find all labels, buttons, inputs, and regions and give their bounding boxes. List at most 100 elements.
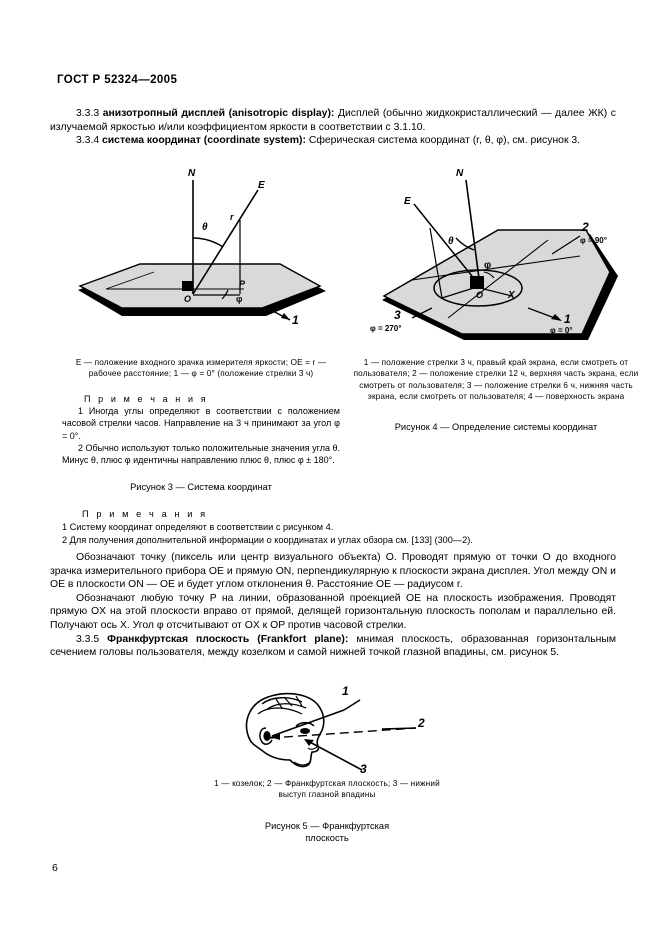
figure-4-callout-1-value: φ = 0° (550, 326, 573, 335)
figure-4-leader-2 (551, 235, 581, 255)
figure-3-label-N: N (188, 168, 196, 179)
figure-4-theta-arc (455, 237, 475, 251)
section-term-3-3-3: анизотропный дисплей (anisotropic displa… (102, 108, 335, 119)
figure-4-ray-OE (413, 203, 481, 287)
figure-3-right-angle-marker (182, 281, 193, 291)
figure-5-callout-3: 3 (360, 762, 367, 776)
figure-5-caption: Рисунок 5 — Франкфуртская плоскость (202, 820, 452, 845)
figure-5-hair-b (265, 703, 307, 711)
mid-note-1: 1 Систему координат определяют в соответ… (62, 522, 334, 532)
figure-5-svg (245, 692, 417, 771)
figure-4-caption: Рисунок 4 — Определение системы координа… (394, 422, 598, 432)
figure-4-right-angle-marker (470, 276, 484, 289)
figure-3-caption: Рисунок 3 — Система координат (130, 482, 272, 492)
figure-5-hair-a (261, 697, 303, 705)
section-body-3-3-5: мнимая плоскость, образованная горизонта… (50, 633, 616, 659)
body-paragraphs: Обозначают точку (пиксель или центр визу… (50, 551, 616, 660)
figure-5-frankfort-plane-line (269, 727, 417, 739)
figure-4-phi-arc (483, 271, 495, 279)
figure-3-arrow-1-head (281, 313, 290, 320)
figure-3-note-1: 1 Иногда углы определяют в соответствии … (62, 406, 340, 441)
figure-3-label-phi: φ (236, 294, 243, 304)
figure-4-label-E: E (404, 196, 411, 207)
figure-5-leader-3 (305, 739, 363, 771)
figure-5-leader-1-head (270, 734, 280, 740)
figure-3-label-O: O (184, 294, 192, 304)
figure-3-label-theta: θ (202, 222, 208, 233)
figure-3-callout-1: 1 (292, 313, 299, 327)
figure-4-graphic: N E θ O X φ 1 φ = 0° 2 φ = 90° 3 φ = 270… (352, 168, 642, 353)
figure-4-ray-drop (429, 227, 443, 299)
document-header: ГОСТ Р 52324—2005 (57, 74, 178, 86)
figure-3-notes-title: П р и м е ч а н и я (84, 394, 209, 404)
figure-4-label-theta: θ (448, 236, 454, 247)
figure-4-plane-guide-h (411, 255, 581, 281)
figure-3-phi-arc (221, 289, 229, 300)
paragraph-point-definition: Обозначают точку (пиксель или центр визу… (50, 552, 616, 591)
figure-4-callout-2-value: φ = 90° (580, 236, 607, 245)
figure-5-brow (295, 721, 315, 727)
section-number-3-3-4: 3.3.4 (76, 135, 100, 147)
figure-3-label-E: E (258, 180, 265, 191)
section-3-3-3-3-3-4: 3.3.3 анизотропный дисплей (anisotropic … (50, 107, 616, 148)
figure-5-callout-2: 2 (418, 716, 425, 730)
figure-5-ear (259, 727, 273, 745)
figure-4-callout-3: 3 (394, 308, 401, 322)
figure-5-leader-3-head (304, 739, 314, 746)
figure-5-caption-line-2: плоскость (305, 833, 349, 844)
figure-3-label-r: r (230, 212, 234, 222)
figure-5-graphic: 1 2 3 (232, 684, 432, 780)
figure-4-svg (382, 179, 618, 340)
figure-5-hair-c (257, 707, 303, 715)
figure-4-legend: 1 — положение стрелки 3 ч, правый край э… (353, 358, 639, 401)
figure-3-plane-top (78, 263, 322, 309)
figure-5-callout-2-line (381, 727, 417, 730)
page-number: 6 (52, 862, 58, 874)
section-body-3-3-4: Сферическая система координат (r, θ, φ),… (305, 135, 581, 147)
section-term-3-3-4: система координат (coordinate system): (102, 135, 306, 147)
figure-5-callout-1: 1 (342, 684, 349, 698)
figure-3-label-P: P (239, 279, 246, 289)
figure-4-label-N: N (456, 168, 464, 179)
section-number-3-3-5: 3.3.5 (76, 633, 100, 645)
mid-notes: П р и м е ч а н и я 1 Систему координат … (62, 508, 618, 547)
figure-3-svg (78, 180, 326, 321)
figure-4-leader-3 (411, 307, 433, 319)
paragraph-3-3-3: 3.3.3 анизотропный дисплей (anisotropic … (50, 107, 616, 134)
figure-4-azimuth-ellipse (433, 269, 523, 307)
section-number-3-3-3: 3.3.3 (76, 108, 100, 119)
mid-notes-title: П р и м е ч а н и я (82, 509, 208, 519)
paragraph-3-3-4: 3.3.4 система координат (coordinate syst… (50, 134, 616, 148)
figure-5-caption-line-1: Рисунок 5 — Франкфуртская (264, 821, 390, 831)
figure-3-graphic: N E θ r O P φ 1 (62, 168, 342, 353)
figure-4-arrow-1-head (551, 314, 562, 321)
figure-3-ray-OE (192, 189, 259, 295)
figure-4-label-O: O (476, 290, 484, 300)
figure-5-head-outline (245, 692, 325, 768)
paragraph-projection-definition: Обозначают любую точку P на линии, образ… (50, 592, 616, 631)
figure-5-nose (307, 745, 319, 750)
figure-5-tragus (263, 731, 271, 741)
figure-5-leader-1b (343, 699, 361, 711)
figure-4-label-phi: φ (484, 260, 492, 271)
figure-4-callout-3-value: φ = 270° (370, 324, 402, 333)
figure-4-plane-top (382, 229, 611, 335)
figure-3-note-2: 2 Обычно используют только положительные… (62, 442, 340, 466)
figure-4-callout-1: 1 (564, 312, 571, 326)
figure-5-legend: 1 — козелок; 2 — Франкфуртская плоскость… (214, 779, 440, 800)
figure-5-eye (300, 728, 310, 734)
figure-5-jaw (293, 761, 311, 766)
figure-4-axis-X (479, 287, 513, 297)
figure-5-leader-1 (271, 709, 345, 737)
figure-4-axis-N (465, 179, 481, 287)
mid-note-2: 2 Для получения дополнительной информаци… (62, 535, 473, 545)
figure-3-notes: П р и м е ч а н и я 1 Иногда углы опреде… (62, 393, 340, 466)
figure-3-plane-guide-b (105, 271, 155, 290)
figure-5-hair-d (275, 695, 303, 709)
section-body-3-3-3: Дисплей (обычно жидкокристаллический — д… (50, 108, 616, 133)
figure-3-theta-arc (192, 237, 224, 248)
figure-4-callout-2: 2 (582, 220, 589, 234)
section-term-3-3-5: Франкфуртская плоскость (Frankfort plane… (107, 633, 349, 645)
figure-3-legend: E — положение входного зрачка измерителя… (75, 358, 327, 379)
